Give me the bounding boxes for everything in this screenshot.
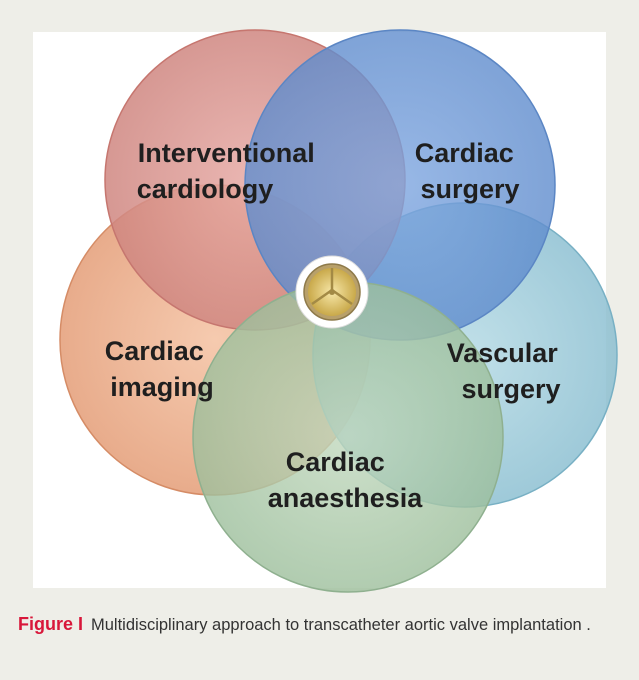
- aortic-valve-icon: [296, 256, 368, 328]
- circle-cardiac-anaesthesia: [193, 282, 503, 592]
- figure-caption: Figure I Multidisciplinary approach to tr…: [18, 612, 628, 638]
- venn-diagram: Interventional cardiology Cardiac surger…: [0, 0, 639, 600]
- figure-label: Figure I: [18, 614, 83, 634]
- caption-text: Multidisciplinary approach to transcathe…: [91, 616, 591, 634]
